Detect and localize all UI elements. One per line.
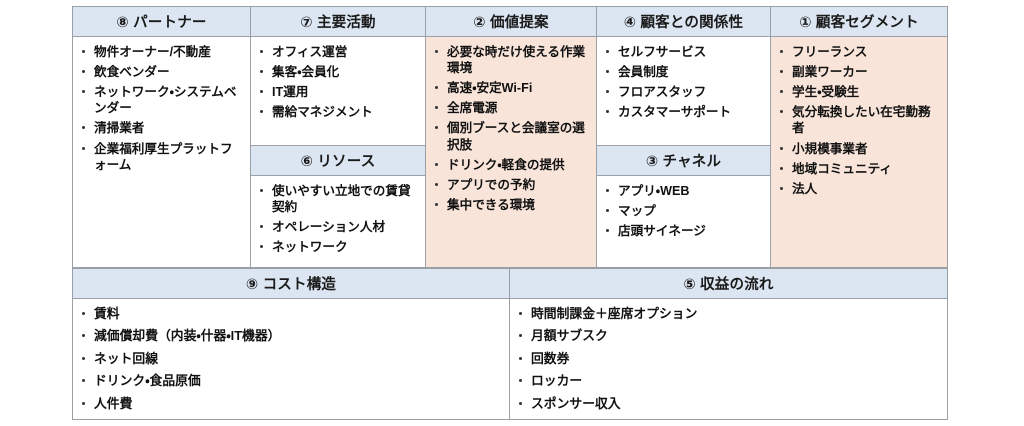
item-list-customer-relationships: セルフサービス 会員制度 フロアスタッフ カスタマーサポート	[603, 44, 762, 120]
list-item: 減価償却費（内装・什器・IT機器）	[79, 328, 501, 344]
block-title-revenue-streams: ⑤ 収益の流れ	[510, 269, 947, 299]
item-list-key-resources: 使いやすい立地での賃貸契約 オペレーション人材 ネットワーク	[257, 183, 417, 255]
item-list-key-activities: オフィス運営 集客・会員化 IT運用 需給マネジメント	[257, 44, 417, 120]
canvas-block-channels: ③ チャネル アプリ・WEB マップ 店頭サイネージ	[596, 145, 771, 268]
list-item: 飲食ベンダー	[79, 64, 242, 80]
canvas-block-key-resources: ⑥ リソース 使いやすい立地での賃貸契約 オペレーション人材 ネットワーク	[250, 145, 426, 268]
item-list-cost-structure: 賃料 減価償却費（内装・什器・IT機器） ネット回線 ドリンク・食品原価 人件費	[79, 306, 501, 412]
list-item: 地域コミュニティ	[777, 161, 939, 177]
block-body-partners: 物件オーナー/不動産 飲食ベンダー ネットワーク・システムベンダー 清掃業者 企…	[73, 37, 250, 179]
list-item: スポンサー収入	[516, 396, 939, 412]
block-title-key-activities: ⑦ 主要活動	[251, 7, 425, 37]
block-body-customer-relationships: セルフサービス 会員制度 フロアスタッフ カスタマーサポート	[597, 37, 770, 126]
list-item: 副業ワーカー	[777, 64, 939, 80]
list-item: 会員制度	[603, 64, 762, 80]
canvas-block-partners: ⑧ パートナー 物件オーナー/不動産 飲食ベンダー ネットワーク・システムベンダ…	[72, 6, 251, 268]
block-title-value-proposition: ② 価値提案	[426, 7, 596, 37]
block-body-key-activities: オフィス運営 集客・会員化 IT運用 需給マネジメント	[251, 37, 425, 126]
list-item: フロアスタッフ	[603, 84, 762, 100]
block-title-partners: ⑧ パートナー	[73, 7, 250, 37]
list-item: 個別ブースと会議室の選択肢	[432, 120, 588, 152]
block-body-revenue-streams: 時間制課金＋座席オプション 月額サブスク 回数券 ロッカー スポンサー収入	[510, 299, 947, 419]
canvas-block-cost-structure: ⑨ コスト構造 賃料 減価償却費（内装・什器・IT機器） ネット回線 ドリンク・…	[72, 268, 510, 420]
list-item: 賃料	[79, 306, 501, 322]
list-item: 全席電源	[432, 100, 588, 116]
item-list-customer-segments: フリーランス 副業ワーカー 学生・受験生 気分転換したい在宅勤務者 小規模事業者…	[777, 44, 939, 197]
list-item: 人件費	[79, 396, 501, 412]
block-body-channels: アプリ・WEB マップ 店頭サイネージ	[597, 176, 770, 245]
list-item: 法人	[777, 181, 939, 197]
list-item: 気分転換したい在宅勤務者	[777, 104, 939, 136]
block-title-customer-segments: ① 顧客セグメント	[771, 7, 947, 37]
list-item: 月額サブスク	[516, 328, 939, 344]
list-item: ドリンク・軽食の提供	[432, 157, 588, 173]
list-item: ネット回線	[79, 351, 501, 367]
list-item: 需給マネジメント	[257, 104, 417, 120]
canvas-block-customer-segments: ① 顧客セグメント フリーランス 副業ワーカー 学生・受験生 気分転換したい在宅…	[770, 6, 948, 268]
list-item: 高速・安定Wi-Fi	[432, 80, 588, 96]
list-item: ネットワーク・システムベンダー	[79, 84, 242, 116]
item-list-value-proposition: 必要な時だけ使える作業環境 高速・安定Wi-Fi 全席電源 個別ブースと会議室の…	[432, 44, 588, 213]
list-item: 集客・会員化	[257, 64, 417, 80]
block-title-customer-relationships: ④ 顧客との関係性	[597, 7, 770, 37]
list-item: 物件オーナー/不動産	[79, 44, 242, 60]
list-item: 企業福利厚生プラットフォーム	[79, 141, 242, 173]
list-item: マップ	[603, 203, 762, 219]
block-body-value-proposition: 必要な時だけ使える作業環境 高速・安定Wi-Fi 全席電源 個別ブースと会議室の…	[426, 37, 596, 219]
canvas-block-revenue-streams: ⑤ 収益の流れ 時間制課金＋座席オプション 月額サブスク 回数券 ロッカー スポ…	[509, 268, 948, 420]
list-item: アプリ・WEB	[603, 183, 762, 199]
canvas-block-customer-relationships: ④ 顧客との関係性 セルフサービス 会員制度 フロアスタッフ カスタマーサポート	[596, 6, 771, 146]
list-item: カスタマーサポート	[603, 104, 762, 120]
list-item: 学生・受験生	[777, 84, 939, 100]
list-item: オペレーション人材	[257, 219, 417, 235]
list-item: セルフサービス	[603, 44, 762, 60]
block-body-cost-structure: 賃料 減価償却費（内装・什器・IT機器） ネット回線 ドリンク・食品原価 人件費	[73, 299, 509, 419]
block-title-cost-structure: ⑨ コスト構造	[73, 269, 509, 299]
business-model-canvas: ⑧ パートナー 物件オーナー/不動産 飲食ベンダー ネットワーク・システムベンダ…	[72, 6, 948, 420]
block-title-channels: ③ チャネル	[597, 146, 770, 176]
list-item: ロッカー	[516, 373, 939, 389]
item-list-partners: 物件オーナー/不動産 飲食ベンダー ネットワーク・システムベンダー 清掃業者 企…	[79, 44, 242, 173]
list-item: 回数券	[516, 351, 939, 367]
block-body-customer-segments: フリーランス 副業ワーカー 学生・受験生 気分転換したい在宅勤務者 小規模事業者…	[771, 37, 947, 203]
list-item: 店頭サイネージ	[603, 223, 762, 239]
list-item: IT運用	[257, 84, 417, 100]
item-list-channels: アプリ・WEB マップ 店頭サイネージ	[603, 183, 762, 239]
list-item: フリーランス	[777, 44, 939, 60]
item-list-revenue-streams: 時間制課金＋座席オプション 月額サブスク 回数券 ロッカー スポンサー収入	[516, 306, 939, 412]
list-item: 必要な時だけ使える作業環境	[432, 44, 588, 76]
block-body-key-resources: 使いやすい立地での賃貸契約 オペレーション人材 ネットワーク	[251, 176, 425, 261]
list-item: アプリでの予約	[432, 177, 588, 193]
list-item: オフィス運営	[257, 44, 417, 60]
list-item: 使いやすい立地での賃貸契約	[257, 183, 417, 215]
list-item: 時間制課金＋座席オプション	[516, 306, 939, 322]
list-item: 清掃業者	[79, 120, 242, 136]
canvas-block-value-proposition: ② 価値提案 必要な時だけ使える作業環境 高速・安定Wi-Fi 全席電源 個別ブ…	[425, 6, 597, 268]
list-item: ドリンク・食品原価	[79, 373, 501, 389]
canvas-block-key-activities: ⑦ 主要活動 オフィス運営 集客・会員化 IT運用 需給マネジメント	[250, 6, 426, 146]
list-item: 小規模事業者	[777, 141, 939, 157]
block-title-key-resources: ⑥ リソース	[251, 146, 425, 176]
list-item: 集中できる環境	[432, 197, 588, 213]
list-item: ネットワーク	[257, 239, 417, 255]
